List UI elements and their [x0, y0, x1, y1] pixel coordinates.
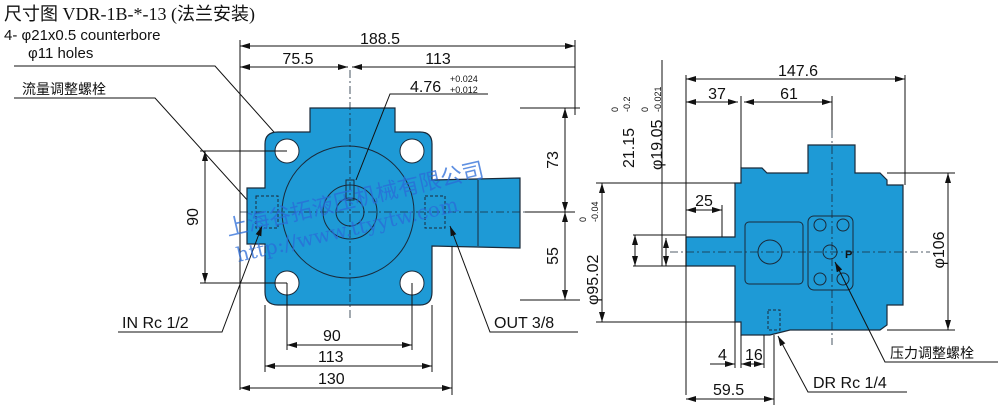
- dim-188-5: 188.5: [360, 31, 400, 48]
- dim-body-dia: φ106: [931, 231, 948, 268]
- dim-130: 130: [318, 371, 345, 388]
- drain-port-thread: [767, 309, 781, 331]
- dim-4: 4: [718, 347, 727, 364]
- dim-59-5: 59.5: [713, 382, 744, 399]
- dim-pilot-dia: φ95.02: [585, 254, 602, 305]
- front-view: 188.5 75.5 113 4.76 +0.024 +0.012 73 55 …: [14, 31, 580, 395]
- dim-73: 73: [545, 151, 562, 169]
- dim-key-lower-tol: +0.012: [450, 85, 478, 95]
- flow-adjust-bolt-label: 流量调整螺栓: [22, 82, 106, 98]
- hole-note-leader: [14, 65, 291, 151]
- side-view: P 147.6 37 61 21.15 0 -0.2 φ19.05 0 -0.0…: [578, 60, 998, 405]
- dim-key-upper-tol: +0.024: [450, 74, 478, 84]
- drawing-title: 尺寸图 VDR-1B-*-13 (法兰安装): [4, 4, 255, 25]
- dim-37: 37: [708, 86, 726, 103]
- dim-147-6: 147.6: [778, 63, 818, 80]
- port-letter-p: P: [845, 249, 852, 261]
- pressure-adjust-bolt-label: 压力调整螺栓: [890, 346, 974, 362]
- drain-port-label: DR Rc 1/4: [813, 375, 887, 392]
- dim-90-vertical: 90: [185, 208, 202, 226]
- hole-note-line1: 4- φ21x0.5 counterbore: [4, 27, 161, 44]
- pump-cover-circle: [281, 145, 415, 279]
- dim-pilot-tol-lower: -0.04: [590, 201, 600, 222]
- dim-90-horizontal: 90: [323, 328, 341, 345]
- outlet-port-label: OUT 3/8: [494, 315, 554, 332]
- dim-25: 25: [695, 193, 713, 210]
- dim-61: 61: [780, 86, 798, 103]
- dim-key-height-tol-lower: -0.2: [622, 96, 632, 112]
- dim-16: 16: [745, 347, 763, 364]
- dim-113-bottom: 113: [318, 349, 344, 366]
- dim-pilot-tol-upper: 0: [578, 217, 588, 222]
- pressure-valve-plate: [807, 215, 854, 291]
- dim-55: 55: [545, 247, 562, 265]
- hole-note-line2: φ11 holes: [28, 45, 93, 62]
- dim-key-height: 21.15: [621, 128, 638, 168]
- dim-key-width: 4.76: [410, 79, 441, 96]
- inlet-port-label: IN Rc 1/2: [122, 315, 189, 332]
- outlet-port-face: [744, 221, 804, 285]
- pump-body-front: [246, 107, 521, 306]
- dim-shaft-tol-upper: 0: [640, 107, 650, 112]
- dim-shaft-tol-lower: -0.021: [653, 86, 663, 112]
- flow-bolt-leader: [14, 97, 259, 213]
- dim-113-top: 113: [425, 51, 451, 68]
- pump-body-side: [685, 144, 904, 336]
- dim-key-height-tol-upper: 0: [610, 107, 620, 112]
- dim-shaft-dia: φ19.05: [649, 119, 666, 170]
- dim-75-5: 75.5: [282, 51, 313, 68]
